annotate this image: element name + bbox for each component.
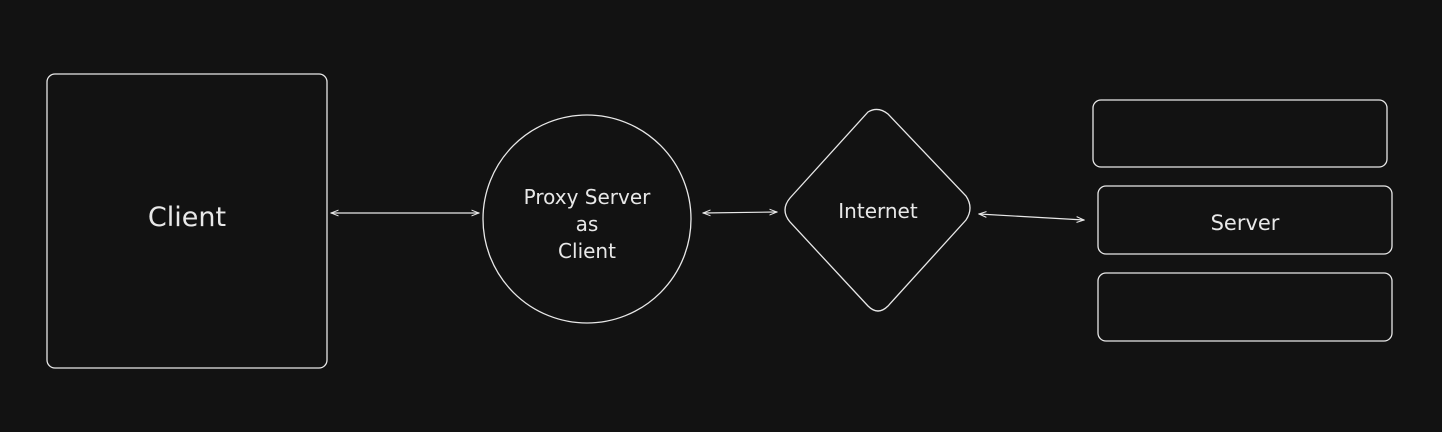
server-label: Server	[1210, 211, 1280, 235]
client-box	[46, 73, 328, 369]
server-box-middle	[1097, 185, 1393, 255]
arrow-proxy-internet	[703, 212, 777, 213]
internet-diamond	[784, 108, 971, 312]
server-box-bottom	[1097, 272, 1393, 342]
proxy-circle	[482, 114, 692, 324]
server-box-top	[1092, 99, 1388, 168]
proxy-server-label: Proxy Server as Client	[523, 185, 651, 263]
arrow-internet-server	[979, 214, 1084, 220]
internet-label: Internet	[838, 199, 918, 223]
client-label: Client	[147, 202, 227, 233]
